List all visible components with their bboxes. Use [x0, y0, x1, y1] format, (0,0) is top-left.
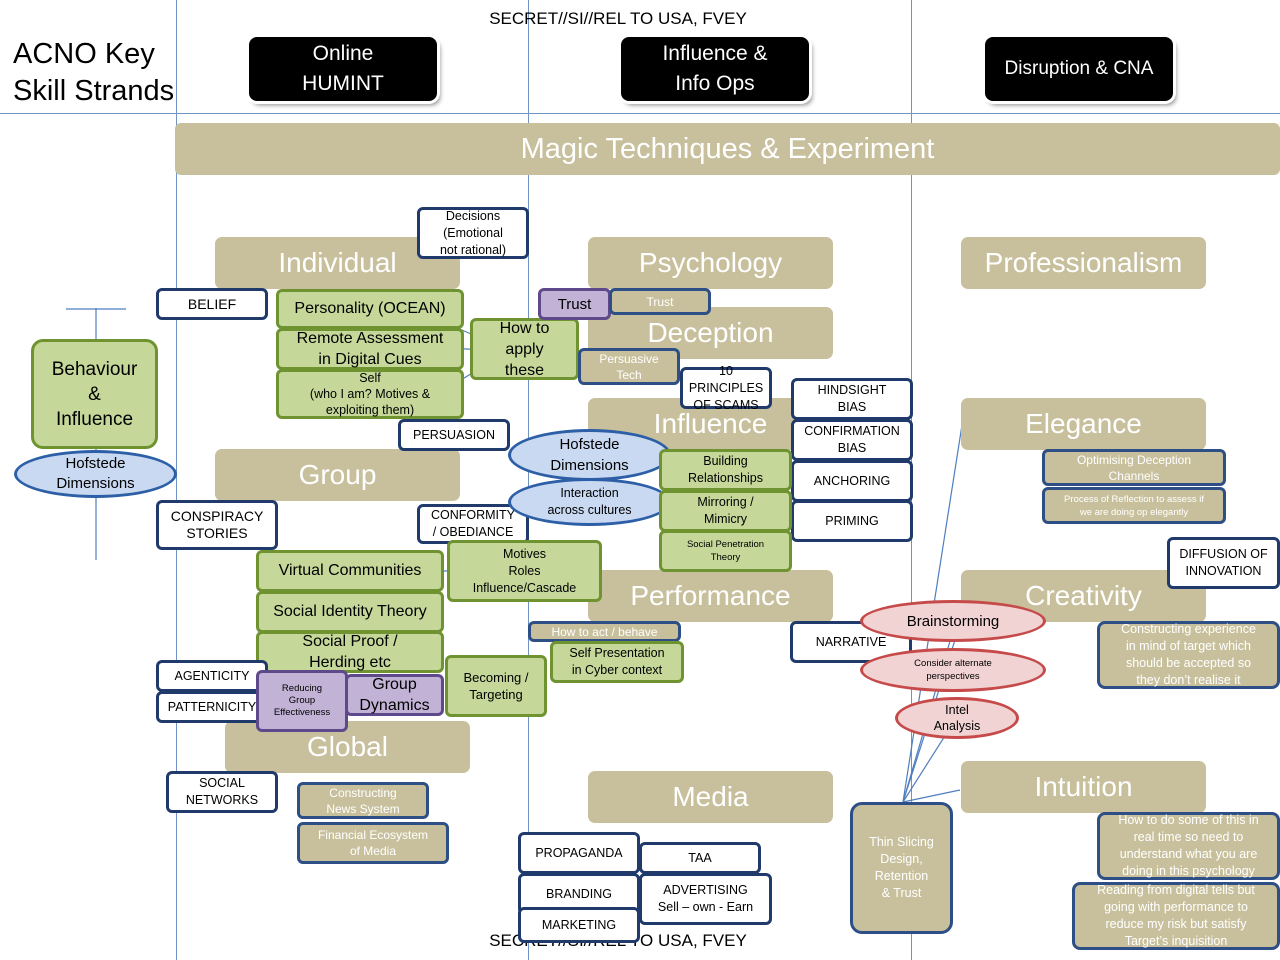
- constructing-experience-box: Constructing experience in mind of targe…: [1097, 621, 1280, 689]
- header-elegance: Elegance: [961, 398, 1206, 450]
- strand-online-humint[interactable]: Online HUMINT: [249, 37, 437, 101]
- how-to-apply-box: How to apply these: [470, 318, 579, 380]
- priming-box: PRIMING: [791, 500, 913, 542]
- taa-box: TAA: [639, 842, 761, 874]
- reducing-group-box: Reducing Group Effectiveness: [256, 670, 348, 732]
- header-professionalism: Professionalism: [961, 237, 1206, 289]
- belief-box: BELIEF: [156, 288, 268, 320]
- real-time-box: How to do some of this in real time so n…: [1097, 812, 1280, 880]
- self-box: Self (who I am? Motives & exploiting the…: [276, 369, 464, 419]
- persuasive-tech-box: Persuasive Tech: [578, 348, 680, 385]
- strand-disruption-cna[interactable]: Disruption & CNA: [985, 37, 1173, 101]
- remote-assessment-box: Remote Assessment in Digital Cues: [276, 328, 464, 370]
- process-reflection-box: Process of Reflection to assess if we ar…: [1042, 487, 1226, 524]
- how-to-act-box: How to act / behave: [528, 621, 681, 642]
- trust-box-purple: Trust: [538, 288, 611, 320]
- social-networks-box: SOCIAL NETWORKS: [166, 771, 278, 813]
- strand-influence-info-ops[interactable]: Influence & Info Ops: [621, 37, 809, 101]
- header-group: Group: [215, 449, 460, 501]
- diffusion-innovation-box: DIFFUSION OF INNOVATION: [1167, 537, 1280, 589]
- interaction-oval: Interaction across cultures: [508, 478, 671, 526]
- becoming-targeting-box: Becoming / Targeting: [445, 655, 547, 717]
- financial-ecosystem-box: Financial Ecosystem of Media: [297, 822, 449, 864]
- column-divider: [528, 0, 529, 960]
- intel-analysis-oval: Intel Analysis: [895, 697, 1019, 739]
- hofstede-oval-left: Hofstede Dimensions: [14, 450, 177, 498]
- trust-box-tan: Trust: [609, 288, 711, 315]
- hindsight-bias-box: HINDSIGHT BIAS: [791, 378, 913, 420]
- advertising-box: ADVERTISING Sell – own - Earn: [639, 873, 772, 925]
- anchoring-box: ANCHORING: [791, 460, 913, 502]
- propaganda-box: PROPAGANDA: [518, 832, 640, 874]
- header-divider: [0, 113, 1280, 114]
- column-divider: [176, 0, 177, 960]
- brainstorming-oval: Brainstorming: [860, 600, 1046, 642]
- marketing-box: MARKETING: [518, 907, 640, 943]
- confirmation-bias-box: CONFIRMATION BIAS: [791, 419, 913, 461]
- social-proof-box: Social Proof / Herding etc: [256, 631, 444, 673]
- building-relationships-box: Building Relationships: [659, 449, 792, 491]
- consider-alternate-oval: Consider alternate perspectives: [860, 648, 1046, 692]
- optimising-deception-box: Optimising Deception Channels: [1042, 449, 1226, 486]
- ten-principles-box: 10 PRINCIPLES OF SCAMS: [680, 364, 772, 412]
- thin-slicing-box: Thin Slicing Design, Retention & Trust: [850, 802, 953, 934]
- group-dynamics-box: Group Dynamics: [345, 674, 444, 716]
- virtual-communities-box: Virtual Communities: [256, 550, 444, 592]
- mirroring-box: Mirroring / Mimicry: [659, 490, 792, 532]
- header-media: Media: [588, 771, 833, 823]
- constructing-news-box: Constructing News System: [297, 782, 429, 819]
- digital-tells-box: Reading from digital tells but going wit…: [1072, 882, 1280, 950]
- classification-banner-top: SECRET//SI//REL TO USA, FVEY: [489, 9, 747, 28]
- conformity-box: CONFORMITY / OBEDIANCE: [417, 504, 529, 544]
- social-identity-box: Social Identity Theory: [256, 591, 444, 633]
- agenticity-box: AGENTICITY: [156, 660, 268, 692]
- header-performance: Performance: [588, 570, 833, 622]
- header-intuition: Intuition: [961, 761, 1206, 813]
- motives-roles-box: Motives Roles Influence/Cascade: [447, 540, 602, 602]
- self-presentation-box: Self Presentation in Cyber context: [550, 641, 684, 683]
- behaviour-influence-box: Behaviour & Influence: [31, 339, 158, 449]
- magic-techniques-banner: Magic Techniques & Experiment: [175, 123, 1280, 175]
- personality-box: Personality (OCEAN): [276, 289, 464, 329]
- social-penetration-box: Social Penetration Theory: [659, 530, 792, 572]
- hofstede-oval-middle: Hofstede Dimensions: [508, 429, 671, 481]
- header-psychology: Psychology: [588, 237, 833, 289]
- decisions-box: Decisions (Emotional not rational): [417, 207, 529, 259]
- patternicity-box: PATTERNICITY: [156, 691, 268, 723]
- page-title: ACNO Key Skill Strands: [13, 38, 175, 107]
- conspiracy-stories-box: CONSPIRACY STORIES: [156, 500, 278, 550]
- persuasion-box: PERSUASION: [398, 419, 510, 451]
